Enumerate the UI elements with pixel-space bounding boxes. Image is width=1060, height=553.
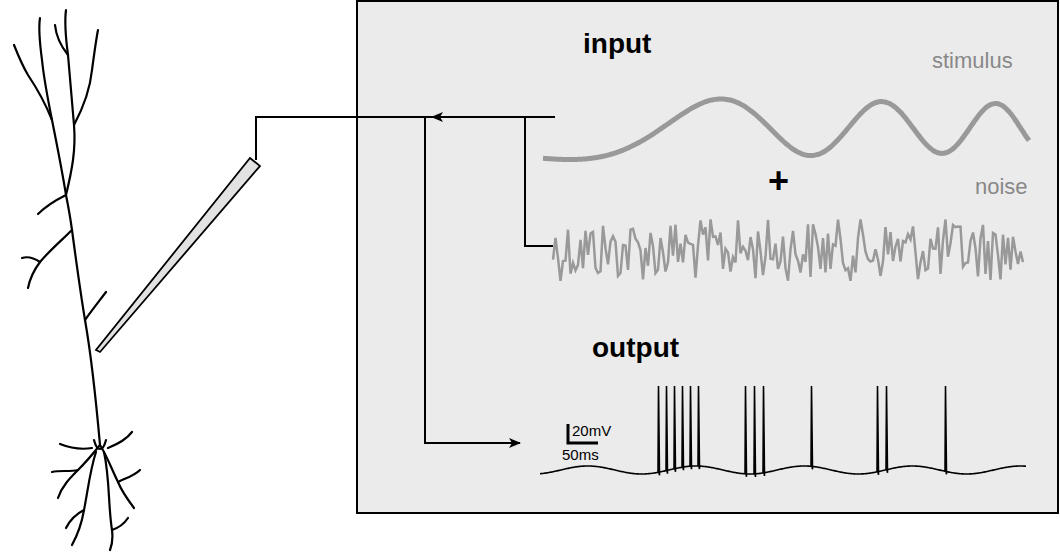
plus-sign: + [768,163,789,199]
noise-trace [553,219,1023,280]
scale-label: 20mV [572,423,611,438]
signal-name: stimulus [932,50,1013,72]
output-trace [540,386,1026,477]
neuron [14,10,140,550]
stimulus-trace [543,99,1029,160]
wires [256,117,555,443]
section-title: output [592,334,679,362]
signal-name: noise [975,176,1028,198]
scale-label: 50ms [562,447,599,462]
panel [357,1,1058,513]
pipette [96,158,260,352]
section-title: input [583,30,651,58]
